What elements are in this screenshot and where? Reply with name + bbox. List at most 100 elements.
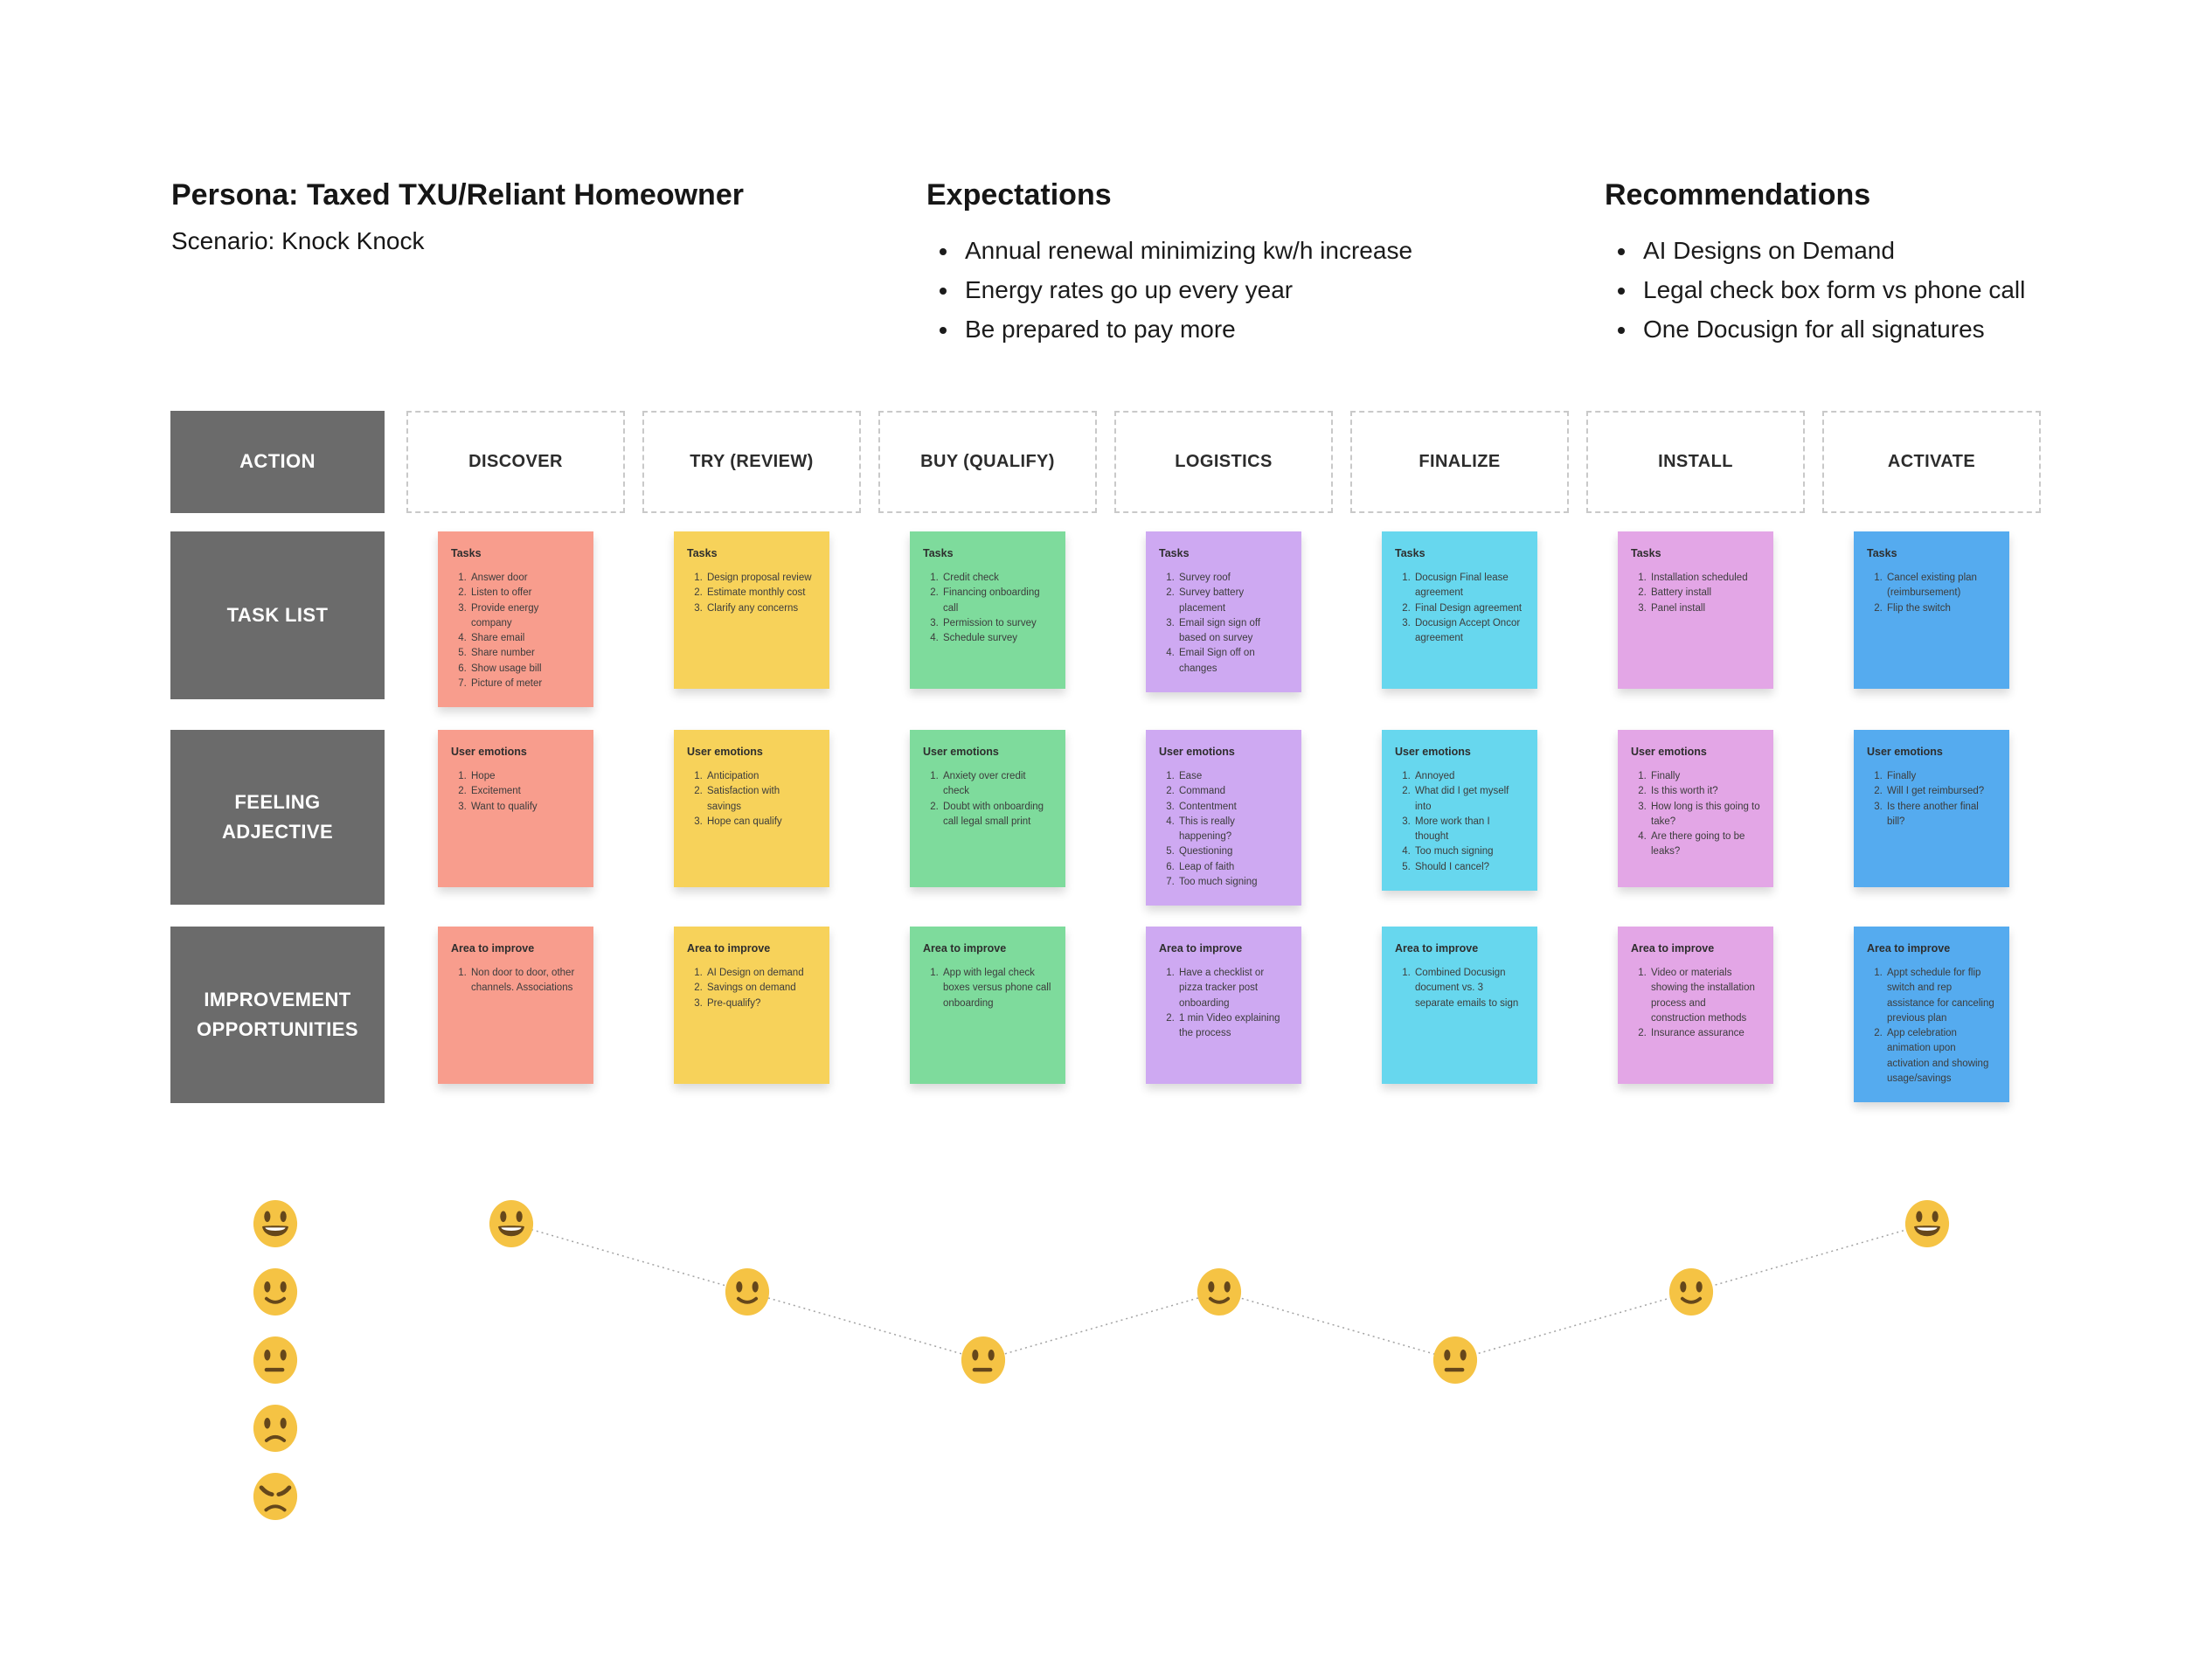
expectations-list: Annual renewal minimizing kw/h increaseE…: [926, 232, 1503, 349]
tasks-sticky-title: Tasks: [1395, 547, 1425, 559]
emotion-item: Satisfaction with savings: [705, 784, 816, 815]
stage-header-cell[interactable]: LOGISTICS: [1114, 411, 1333, 513]
stage-name: BUY (QUALIFY): [920, 452, 1055, 471]
tasks-sticky-note[interactable]: Tasks Survey roofSurvey battery placemen…: [1146, 531, 1301, 692]
improvement-sticky-note[interactable]: Area to improve Combined Docusign docume…: [1382, 927, 1537, 1084]
row-label-feeling-adjective[interactable]: FEELING ADJECTIVE: [170, 730, 385, 905]
sentiment-emoji-finalize[interactable]: [1432, 1336, 1479, 1385]
tasks-sticky-note[interactable]: Tasks Answer doorListen to offerProvide …: [438, 531, 593, 707]
improvement-list: App with legal check boxes versus phone …: [923, 966, 1052, 1011]
emotion-item: Contentment: [1177, 800, 1288, 815]
emotion-item: Annoyed: [1413, 769, 1524, 784]
tasks-sticky-title: Tasks: [1631, 547, 1661, 559]
mood-scale-emoji-neutral[interactable]: [252, 1336, 299, 1385]
improvement-sticky-note[interactable]: Area to improve App with legal check box…: [910, 927, 1065, 1084]
task-item: Estimate monthly cost: [705, 586, 816, 600]
expectations-block: Expectations Annual renewal minimizing k…: [926, 178, 1503, 349]
tasks-sticky-title: Tasks: [923, 547, 954, 559]
scenario-subtitle: Scenario: Knock Knock: [171, 227, 425, 254]
sentiment-emoji-discover[interactable]: [488, 1199, 535, 1248]
tasks-list: Design proposal reviewEstimate monthly c…: [687, 571, 816, 616]
recommendations-title: Recommendations: [1605, 178, 1871, 212]
improvement-sticky-title: Area to improve: [1867, 942, 1951, 955]
stage-header-cell[interactable]: DISCOVER: [406, 411, 625, 513]
emotions-sticky-note[interactable]: User emotions FinallyIs this worth it?Ho…: [1618, 730, 1773, 887]
emotion-item: Will I get reimbursed?: [1885, 784, 1996, 799]
stage-header-cell[interactable]: TRY (REVIEW): [642, 411, 861, 513]
mood-scale-emoji-grin[interactable]: [252, 1199, 299, 1248]
improvement-sticky-note[interactable]: Area to improve AI Design on demandSavin…: [674, 927, 829, 1084]
expectation-item: Be prepared to pay more: [960, 310, 1503, 350]
stage-header-cell[interactable]: ACTIVATE: [1822, 411, 2041, 513]
emotion-item: Hope: [469, 769, 580, 784]
tasks-sticky-note[interactable]: Tasks Docusign Final lease agreementFina…: [1382, 531, 1537, 689]
improvement-sticky-title: Area to improve: [687, 942, 771, 955]
emotions-sticky-note[interactable]: User emotions FinallyWill I get reimburs…: [1854, 730, 2009, 887]
mood-scale-emoji-angry[interactable]: [252, 1472, 299, 1521]
emotions-sticky-note[interactable]: User emotions AnticipationSatisfaction w…: [674, 730, 829, 887]
task-item: Credit check: [941, 571, 1052, 586]
improvement-sticky-title: Area to improve: [923, 942, 1007, 955]
tasks-list: Cancel existing plan (reimbursement)Flip…: [1867, 571, 1996, 616]
emotion-item: Hope can qualify: [705, 815, 816, 830]
mood-scale-emoji-frown[interactable]: [252, 1404, 299, 1453]
emotion-item: Too much signing: [1177, 875, 1288, 890]
emotions-sticky-title: User emotions: [1631, 746, 1707, 758]
sentiment-emoji-install[interactable]: [1668, 1267, 1715, 1316]
tasks-sticky-title: Tasks: [1867, 547, 1897, 559]
mood-scale-emoji-smile[interactable]: [252, 1267, 299, 1316]
improvement-item: Insurance assurance: [1649, 1026, 1760, 1041]
tasks-sticky-note[interactable]: Tasks Credit checkFinancing onboarding c…: [910, 531, 1065, 689]
persona-title: Persona: Taxed TXU/Reliant Homeowner: [171, 178, 744, 212]
task-item: Email sign sign off based on survey: [1177, 616, 1288, 647]
tasks-sticky-note[interactable]: Tasks Cancel existing plan (reimbursemen…: [1854, 531, 2009, 689]
expectation-item: Annual renewal minimizing kw/h increase: [960, 232, 1503, 271]
emotion-item: Questioning: [1177, 844, 1288, 859]
improvement-sticky-note[interactable]: Area to improve Appt schedule for flip s…: [1854, 927, 2009, 1102]
improvement-item: AI Design on demand: [705, 966, 816, 981]
emotion-item: Anxiety over credit check: [941, 769, 1052, 800]
sentiment-emoji-logistics[interactable]: [1196, 1267, 1243, 1316]
emotion-item: Command: [1177, 784, 1288, 799]
improvement-item: Combined Docusign document vs. 3 separat…: [1413, 966, 1524, 1011]
task-item: Share number: [469, 646, 580, 661]
task-item: Battery install: [1649, 586, 1760, 600]
task-item: Clarify any concerns: [705, 601, 816, 616]
stage-header-cell[interactable]: INSTALL: [1586, 411, 1805, 513]
emotions-list: FinallyIs this worth it?How long is this…: [1631, 769, 1760, 860]
sentiment-emoji-buy-qualify[interactable]: [960, 1336, 1007, 1385]
sentiment-emoji-activate[interactable]: [1904, 1199, 1951, 1248]
sentiment-emoji-try-review[interactable]: [724, 1267, 771, 1316]
improvement-sticky-note[interactable]: Area to improve Have a checklist or pizz…: [1146, 927, 1301, 1084]
expectations-title: Expectations: [926, 178, 1112, 212]
emotions-sticky-title: User emotions: [1395, 746, 1471, 758]
emotions-sticky-note[interactable]: User emotions EaseCommandContentmentThis…: [1146, 730, 1301, 906]
emotions-sticky-note[interactable]: User emotions HopeExcitementWant to qual…: [438, 730, 593, 887]
task-item: Show usage bill: [469, 662, 580, 677]
tasks-sticky-note[interactable]: Tasks Design proposal reviewEstimate mon…: [674, 531, 829, 689]
emotions-list: HopeExcitementWant to qualify: [451, 769, 580, 815]
emotions-sticky-note[interactable]: User emotions Anxiety over credit checkD…: [910, 730, 1065, 887]
improvement-sticky-note[interactable]: Area to improve Non door to door, other …: [438, 927, 593, 1084]
stage-header-cell[interactable]: BUY (QUALIFY): [878, 411, 1097, 513]
task-item: Cancel existing plan (reimbursement): [1885, 571, 1996, 601]
tasks-sticky-note[interactable]: Tasks Installation scheduledBattery inst…: [1618, 531, 1773, 689]
stage-column-install: INSTALL Tasks Installation scheduledBatt…: [1586, 411, 1805, 1163]
emotions-sticky-note[interactable]: User emotions AnnoyedWhat did I get myse…: [1382, 730, 1537, 891]
improvement-item: Non door to door, other channels. Associ…: [469, 966, 580, 996]
improvement-sticky-note[interactable]: Area to improve Video or materials showi…: [1618, 927, 1773, 1084]
row-label-task-list[interactable]: TASK LIST: [170, 531, 385, 699]
improvement-item: Video or materials showing the installat…: [1649, 966, 1760, 1026]
stage-column-discover: DISCOVER Tasks Answer doorListen to offe…: [406, 411, 625, 1163]
improvement-item: Have a checklist or pizza tracker post o…: [1177, 966, 1288, 1011]
improvement-item: Savings on demand: [705, 981, 816, 996]
row-label-improvement-opportunities[interactable]: IMPROVEMENT OPPORTUNITIES: [170, 927, 385, 1103]
stage-header-cell[interactable]: FINALIZE: [1350, 411, 1569, 513]
emotions-list: EaseCommandContentmentThis is really hap…: [1159, 769, 1288, 890]
improvement-item: Appt schedule for flip switch and rep as…: [1885, 966, 1996, 1026]
tasks-list: Answer doorListen to offerProvide energy…: [451, 571, 580, 691]
recommendations-block: Recommendations AI Designs on DemandLega…: [1605, 178, 2164, 349]
tasks-sticky-title: Tasks: [451, 547, 482, 559]
row-label-action[interactable]: ACTION: [170, 411, 385, 513]
emotion-item: Are there going to be leaks?: [1649, 830, 1760, 860]
